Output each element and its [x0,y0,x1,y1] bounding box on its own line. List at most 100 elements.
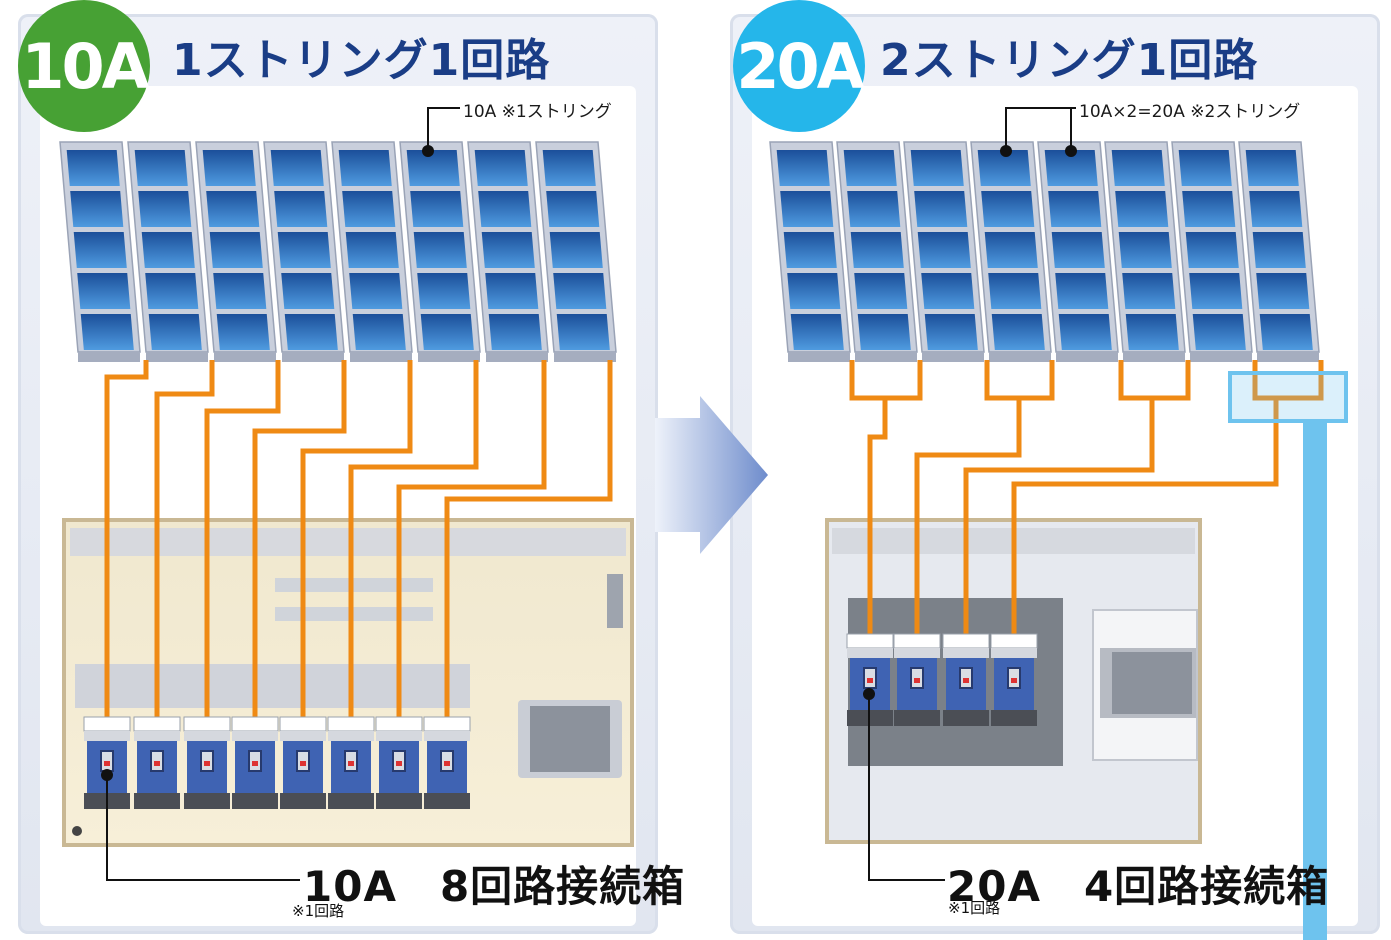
solar-panel [903,141,985,362]
highlight-frame [1228,371,1348,423]
wire [1011,398,1279,634]
solar-cell [984,232,1038,268]
panel-edge [282,352,344,362]
breaker-cap [894,648,940,658]
solar-cell [1259,314,1313,350]
breaker-bottom [232,793,278,809]
box-label-left: 10A 8回路接続箱 [303,862,686,911]
box-note-left: ※1回路 [292,902,345,920]
solar-cell [924,314,978,350]
solar-cell [284,314,338,350]
breaker-top [375,716,423,732]
breaker [893,633,941,726]
breaker-top [423,716,471,732]
breaker-top [133,716,181,732]
solar-cell [66,150,120,186]
solar-panel [1037,141,1119,362]
callout-dot-icon [1000,145,1012,157]
solar-cell [556,314,610,350]
wire [154,360,215,717]
breaker-indicator [963,678,969,683]
box-label-right: 20A 4回路接続箱 [947,862,1330,911]
breaker-indicator [444,761,450,766]
breaker-cap [943,648,989,658]
breaker-top [83,716,131,732]
wire [104,360,149,717]
breaker [327,716,375,809]
solar-cell [1178,150,1232,186]
panel-edge [1190,352,1252,362]
box-note-right: ※1回路 [948,899,1001,917]
solar-cell [1252,232,1306,268]
breaker [133,716,181,809]
panel-edge [214,352,276,362]
solar-cell [145,273,199,309]
solar-cell [1122,273,1176,309]
panel-edge [350,352,412,362]
callout-leader [868,694,945,881]
highlight-bar [1303,421,1327,940]
solar-cell [780,191,834,227]
solar-cell [553,273,607,309]
breaker [942,633,990,726]
callout-right: 10A×2=20A ※2ストリング [1079,102,1301,122]
solar-cell [921,273,975,309]
solar-cell [349,273,403,309]
wire [849,360,923,401]
solar-cell [417,273,471,309]
breaker-cap [134,731,180,741]
breaker-bottom [991,710,1037,726]
terminal-plate [1112,652,1192,714]
breaker-bottom [134,793,180,809]
title-right: 2ストリング1回路 [880,35,1259,86]
solar-cell [1055,273,1109,309]
callout-dot-icon [422,145,434,157]
solar-cell [80,314,134,350]
breaker-indicator [154,761,160,766]
breaker-top [942,633,990,649]
wire [252,360,347,717]
solar-cell [1249,191,1303,227]
solar-cell [70,191,124,227]
breaker-indicator [252,761,258,766]
breaker-top [846,633,894,649]
solar-cell [1111,150,1165,186]
callout-leader [427,107,460,151]
breaker-cap [232,731,278,741]
solar-cell [277,232,331,268]
panel-edge [486,352,548,362]
solar-cell [787,273,841,309]
solar-cell [413,232,467,268]
solar-cell [134,150,188,186]
solar-cell [981,191,1035,227]
solar-cell [549,232,603,268]
breaker-indicator [914,678,920,683]
solar-cell [410,191,464,227]
breaker-cap [424,731,470,741]
solar-cell [420,314,474,350]
breaker-cap [84,731,130,741]
solar-panel [331,141,413,362]
solar-cell [850,232,904,268]
solar-cell [790,314,844,350]
breaker-cap [847,648,893,658]
wire [348,360,479,717]
solar-cell [910,150,964,186]
solar-cell [1044,150,1098,186]
solar-cell [988,273,1042,309]
solar-cell [546,191,600,227]
solar-cell [1256,273,1310,309]
solar-cell [1125,314,1179,350]
solar-cell [338,150,392,186]
solar-cell [1118,232,1172,268]
solar-cell [148,314,202,350]
panel-edge [1056,352,1118,362]
solar-cell [854,273,908,309]
solar-panel [195,141,277,362]
right-arrow-icon [655,396,768,554]
breaker-top [183,716,231,732]
solar-cell [345,232,399,268]
solar-cell [776,150,830,186]
breaker-indicator [867,678,873,683]
solar-cell [485,273,539,309]
